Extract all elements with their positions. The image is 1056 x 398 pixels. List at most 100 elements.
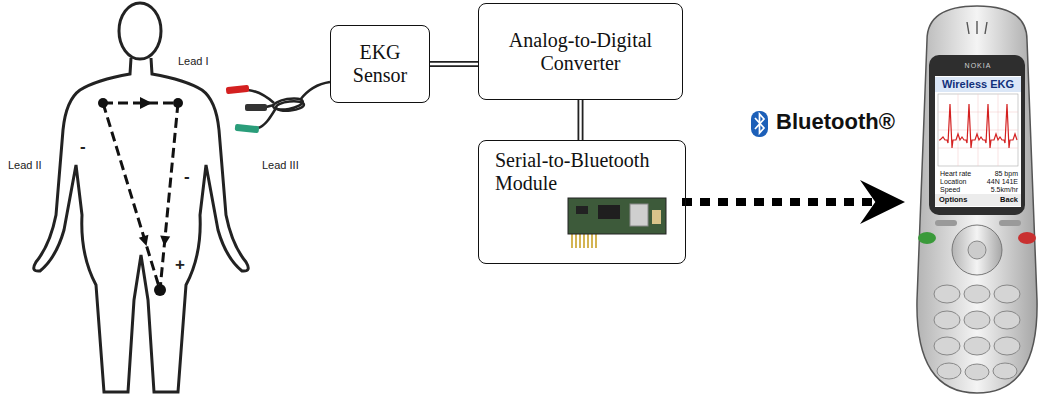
lead-label: Lead II: [8, 160, 42, 171]
screen-value: 85 bpm: [995, 170, 1018, 177]
phone-drawing: [917, 6, 1037, 393]
grid-line: [958, 94, 959, 166]
shield: [630, 204, 648, 226]
key: [994, 311, 1020, 329]
grid-line: [978, 94, 979, 166]
pin: [571, 234, 573, 248]
antenna: [652, 210, 661, 224]
pin: [583, 234, 585, 248]
title-bar: [935, 77, 1021, 92]
ecg-trace: [939, 104, 1017, 148]
electrode-dot: [154, 284, 166, 296]
key: [993, 363, 1017, 379]
key: [965, 364, 989, 380]
connector: [430, 64, 478, 65]
green-clip: [235, 124, 260, 133]
connector-line: [578, 100, 584, 140]
key: [994, 285, 1020, 303]
cable-wire: [248, 90, 274, 103]
pin: [579, 234, 581, 248]
key: [994, 337, 1020, 355]
grid-line: [998, 94, 999, 166]
soft-key: [999, 220, 1021, 226]
screen-text: Location: [940, 178, 966, 185]
polarity-sign: -: [184, 168, 190, 185]
body-outline: [34, 58, 249, 392]
pin: [595, 234, 597, 248]
lead-triangle: [103, 103, 178, 290]
connector: [682, 180, 905, 224]
brand-text: NOKIA: [935, 62, 1021, 69]
softkey-label: Options: [939, 196, 967, 204]
screen-bezel: [929, 55, 1025, 215]
key: [934, 311, 960, 329]
arrow-head: [860, 180, 905, 224]
head-outline: [119, 3, 161, 59]
black-clip: [245, 104, 267, 111]
key: [964, 337, 990, 355]
key: [934, 285, 960, 303]
speaker-slit: [976, 21, 977, 34]
electrode-dot: [98, 98, 108, 108]
speaker-slit: [985, 22, 987, 34]
screen-text: Speed: [940, 186, 960, 193]
key: [964, 311, 990, 329]
soft-key: [935, 220, 957, 226]
logo-rune: [755, 114, 764, 133]
box-text: Serial-to-Bluetooth Module: [495, 149, 667, 195]
connector-line: [430, 61, 478, 67]
pin: [591, 234, 593, 248]
connector: [580, 100, 581, 140]
connector-line: [430, 63, 478, 65]
phone-node: NOKIA Wireless EKG Heart rate 85 bpmLocatio…: [905, 0, 1050, 398]
nav-center: [968, 241, 986, 259]
screen-title: Wireless EKG: [935, 79, 1021, 90]
box-text: Analog-to-Digital Converter: [488, 29, 673, 75]
pcb: [568, 198, 666, 234]
phone-body: [917, 6, 1037, 393]
speaker-slit: [967, 22, 969, 34]
box-text: EKG Sensor: [340, 41, 420, 87]
logo-oval: [751, 111, 768, 137]
process-box: Analog-to-Digital Converter: [478, 3, 683, 100]
key: [934, 337, 960, 355]
connector-line: [682, 198, 875, 206]
arrow-head: [140, 97, 152, 109]
chip: [576, 206, 588, 214]
call-key: [918, 232, 936, 244]
pin: [587, 234, 589, 248]
pin: [575, 234, 577, 248]
softkey-bar: [935, 194, 1021, 206]
process-box: Serial-to-Bluetooth Module: [478, 140, 686, 264]
softkey-label: Back: [1000, 196, 1018, 204]
electrode-dot: [173, 98, 183, 108]
cable-coil: [276, 100, 305, 112]
end-key: [1018, 232, 1036, 244]
chart-frame: [938, 94, 1018, 166]
lead-line: [103, 103, 160, 290]
red-clip: [226, 85, 250, 94]
screen-value: 44N 141E: [987, 178, 1018, 185]
lead-label: Lead I: [178, 56, 209, 67]
chip: [598, 205, 620, 219]
polarity-sign: -: [80, 138, 86, 155]
bluetooth-logo: [751, 111, 768, 137]
screen-value: 5.5km/hr: [991, 186, 1018, 193]
arrow-head: [139, 235, 149, 246]
nav-pad: [952, 225, 1002, 275]
key: [937, 363, 961, 379]
screen-text: Heart rate: [940, 170, 971, 177]
process-box: EKG Sensor: [330, 25, 430, 103]
lead-arrows: [98, 97, 183, 296]
bluetooth-module-board: [568, 198, 666, 248]
cable-coil: [272, 96, 303, 111]
cable-wire: [300, 82, 330, 100]
arrow-head: [160, 236, 170, 247]
connector-line: [579, 100, 581, 140]
screen: [935, 76, 1021, 207]
polarity-sign: +: [175, 256, 185, 273]
lead-label: Lead III: [262, 160, 299, 171]
